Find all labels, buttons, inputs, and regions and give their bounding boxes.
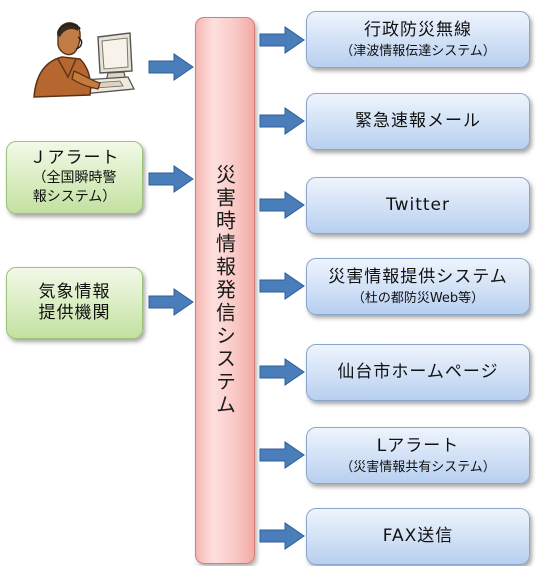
arrow-jalert-to-central [148, 165, 194, 193]
jalert-line-1: Ｊアラート [29, 148, 120, 168]
output-4-sublabel: （杜の都防災Web等） [351, 290, 485, 306]
source-weather-agency: 気象情報 提供機関 [6, 267, 143, 339]
arrow-central-to-output-7 [259, 522, 305, 550]
output-disaster-info-system: 災害情報提供システム （杜の都防災Web等） [306, 258, 530, 315]
arrow-central-to-output-3 [259, 191, 305, 219]
output-5-label: 仙台市ホームページ [337, 362, 499, 382]
arrow-weather-to-central [148, 288, 194, 316]
output-emergency-mail: 緊急速報メール [306, 93, 530, 150]
arrow-central-to-output-6 [259, 441, 305, 469]
central-system-label: 災害時情報発信システム [212, 164, 237, 417]
jalert-line-3: 報システム） [32, 189, 117, 205]
arrow-central-to-output-4 [259, 272, 305, 300]
weather-line-2: 提供機関 [38, 303, 111, 323]
output-7-label: FAX送信 [382, 526, 454, 546]
output-4-label: 災害情報提供システム [328, 266, 508, 287]
weather-line-1: 気象情報 [38, 282, 111, 302]
arrow-central-to-output-2 [259, 107, 305, 135]
output-city-homepage: 仙台市ホームページ [306, 344, 530, 401]
output-twitter: Twitter [306, 177, 530, 234]
output-6-sublabel: （災害情報共有システム） [340, 459, 496, 475]
output-fax: FAX送信 [306, 508, 530, 565]
jalert-line-2: （全国瞬時警 [32, 170, 117, 186]
central-system-box: 災害時情報発信システム [195, 17, 255, 564]
arrow-operator-to-central [148, 53, 194, 81]
output-l-alert: Lアラート （災害情報共有システム） [306, 427, 530, 484]
output-3-label: Twitter [386, 195, 450, 215]
output-6-label: Lアラート [376, 435, 460, 456]
arrow-central-to-output-5 [259, 358, 305, 386]
arrow-central-to-output-1 [259, 26, 305, 54]
output-1-label: 行政防災無線 [364, 19, 472, 40]
output-municipal-radio: 行政防災無線 （津波情報伝達システム） [306, 11, 530, 68]
output-2-label: 緊急速報メール [355, 111, 481, 131]
source-jalert: Ｊアラート （全国瞬時警 報システム） [6, 141, 143, 214]
operator-at-computer-icon [33, 22, 136, 98]
output-1-sublabel: （津波情報伝達システム） [340, 43, 496, 59]
